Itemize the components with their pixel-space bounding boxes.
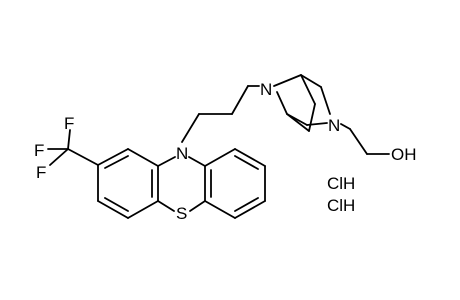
trifluoromethyl-group — [47, 129, 99, 166]
atom-label-f3: F — [36, 163, 46, 182]
bicycle-c6-to-c7 — [308, 103, 316, 132]
bicycle-n-to-c5 — [273, 74, 302, 87]
ring-right-double-1 — [234, 155, 259, 170]
atom-label-n-phenothiazine: N — [176, 144, 188, 163]
ring-right-bond-5 — [204, 200, 236, 219]
thiazine-bond-s-c-right — [189, 200, 206, 212]
atom-label-f1: F — [64, 114, 74, 133]
salt-label-1: ClH — [327, 174, 355, 193]
atom-label-hydroxyl: OH — [391, 145, 417, 164]
hydroxyethyl-chain — [340, 123, 390, 155]
thiazine-bond-n-c-right — [188, 156, 206, 167]
bond-cf3-c-f1 — [67, 129, 71, 150]
right-benzene-ring — [204, 148, 266, 219]
ring-left-bond-4 — [127, 200, 159, 219]
atom-label-sulfur: S — [176, 204, 187, 223]
bicycle-c1-to-c2 — [286, 113, 308, 126]
ring-left-double-1 — [104, 155, 129, 169]
ring-left-bond-2 — [127, 148, 159, 167]
linker-bond-1 — [181, 113, 200, 143]
ring-left-bond-5 — [97, 200, 129, 219]
ring-right-bond-2 — [234, 148, 266, 167]
bond-cf3-to-ring — [67, 148, 99, 166]
left-benzene-ring — [97, 148, 159, 219]
chain-bond-1 — [340, 123, 351, 130]
ring-right-bond-1 — [204, 148, 236, 167]
ring-right-double-2 — [234, 197, 259, 212]
chain-bond-2 — [349, 128, 368, 155]
propyl-linker — [181, 85, 260, 143]
thiazine-bond-c-n-left — [157, 156, 176, 167]
central-thiazine-ring — [157, 156, 206, 212]
bicycle-c2-to-n3 — [306, 122, 328, 126]
bicyclic-amine — [273, 74, 331, 132]
linker-bond-3 — [231, 85, 249, 115]
ring-left-bond-1 — [97, 148, 129, 166]
bicycle-c4-to-n3 — [320, 86, 331, 115]
bicycle-c5-to-c4 — [300, 74, 322, 88]
bicycle-c7-to-c5 — [300, 74, 316, 105]
atom-label-n-bridge: N — [260, 80, 272, 99]
atom-label-f2: F — [34, 141, 44, 160]
thiazine-bond-c-s-left — [157, 200, 175, 212]
atom-label-n-ring: N — [328, 116, 340, 135]
bond-cf3-c-f3 — [49, 148, 69, 166]
ring-left-double-3 — [104, 197, 129, 212]
ring-right-bond-4 — [234, 200, 266, 219]
bicycle-n-to-c1 — [276, 91, 288, 115]
salt-label-2: ClH — [327, 196, 355, 215]
